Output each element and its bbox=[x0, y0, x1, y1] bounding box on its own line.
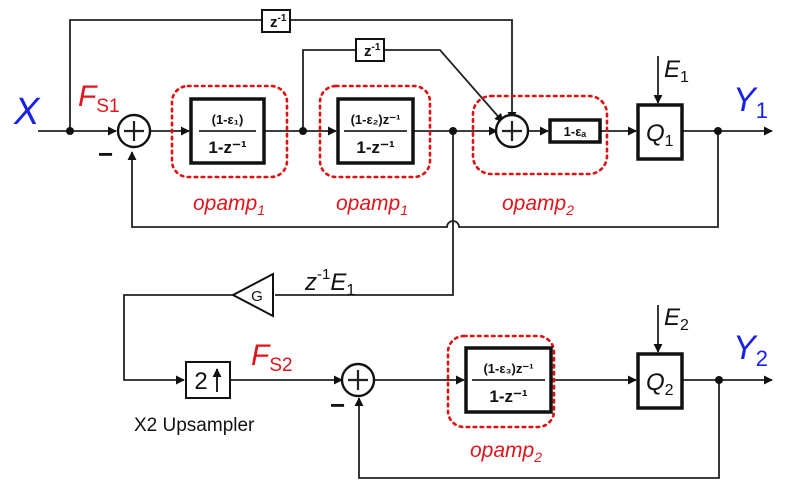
opamp-group-int1 bbox=[170, 84, 289, 179]
int2-numerator: (1-ε₂)z⁻¹ bbox=[351, 112, 401, 127]
q2-text: Q2 bbox=[646, 369, 674, 399]
minus-sign-2: − bbox=[330, 390, 345, 420]
int2-denominator: 1-z⁻¹ bbox=[356, 138, 395, 157]
e1-label: E1 bbox=[664, 56, 689, 86]
input-branch-dot bbox=[66, 127, 74, 135]
opamp-int2-label: opamp1 bbox=[336, 192, 408, 218]
fs2-label: FS2 bbox=[251, 339, 293, 376]
e2-label: E2 bbox=[664, 304, 689, 334]
opamp-group-sum bbox=[471, 94, 609, 176]
delay-inner-text: z-1 bbox=[364, 42, 381, 60]
int3-numerator: (1-ε₃)z⁻¹ bbox=[483, 361, 533, 376]
opamp-group-int3 bbox=[446, 334, 556, 429]
y1-branch-dot bbox=[714, 127, 722, 135]
gain-a-block bbox=[548, 118, 602, 144]
fs1-label: FS1 bbox=[78, 80, 120, 117]
int3-denominator: 1-z⁻¹ bbox=[489, 387, 528, 406]
y1-output-label: Y1 bbox=[733, 81, 768, 123]
y2-output-label: Y2 bbox=[733, 329, 768, 371]
summing-junction-3 bbox=[340, 362, 376, 398]
q1-text: Q1 bbox=[646, 120, 674, 150]
delayed-error-label: z-1E1 bbox=[304, 266, 355, 299]
summing-junction-1 bbox=[116, 113, 152, 149]
upsampler-label: X2 Upsampler bbox=[134, 415, 255, 436]
opamp-group-int2 bbox=[318, 84, 432, 179]
gain-g-triangle bbox=[230, 272, 274, 318]
int1-denominator: 1-z⁻¹ bbox=[208, 138, 247, 157]
opamp-int3-label: opamp2 bbox=[470, 439, 542, 465]
quantizer2-block bbox=[636, 352, 684, 410]
int2-output-branch-dot bbox=[449, 127, 457, 135]
opamp-sum-label: opamp2 bbox=[502, 192, 574, 218]
quantizer1-block bbox=[636, 103, 684, 161]
opamp-int1-label: opamp1 bbox=[193, 192, 265, 218]
gain-a-text: 1-εₐ bbox=[564, 124, 587, 139]
delay-inner-block bbox=[355, 38, 385, 62]
y2-branch-dot bbox=[715, 376, 723, 384]
wires-stage2 bbox=[123, 294, 773, 479]
delay-outer-text: z-1 bbox=[270, 13, 287, 31]
minus-sign-1: − bbox=[98, 139, 113, 169]
upsampler-factor-text: 2 bbox=[194, 368, 207, 395]
input-x-label: X bbox=[13, 91, 41, 133]
upsampler-block bbox=[185, 361, 231, 399]
delay-outer-block bbox=[261, 9, 291, 33]
summing-junction-2 bbox=[494, 113, 530, 149]
int1-numerator: (1-ε₁) bbox=[212, 112, 244, 127]
int1-output-branch-dot bbox=[299, 127, 307, 135]
gain-g-text: G bbox=[251, 288, 263, 305]
wires-stage1 bbox=[38, 19, 773, 296]
